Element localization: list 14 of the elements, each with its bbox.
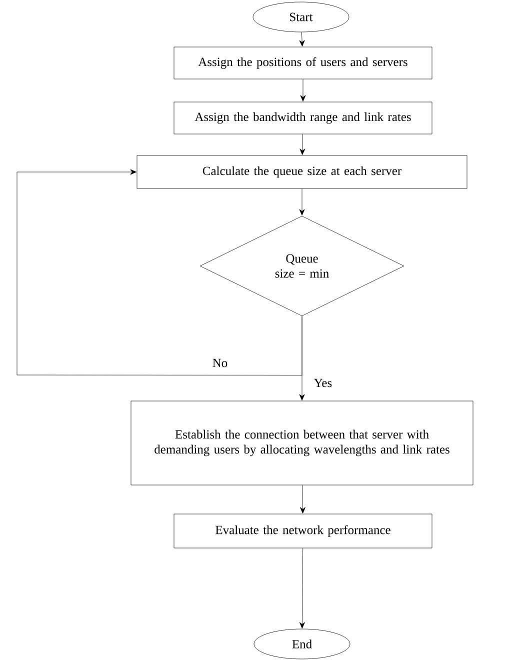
edge-label: Yes	[312, 378, 334, 388]
arrow	[300, 134, 306, 155]
arrow	[16, 169, 302, 376]
arrow	[300, 485, 306, 514]
arrow	[299, 32, 305, 46]
arrow	[299, 188, 305, 216]
arrow	[299, 548, 305, 628]
process-box: Calculate the queue size at each server	[136, 155, 468, 189]
process-box: Assign the bandwidth range and link rates	[174, 102, 432, 134]
edge-label: No	[211, 358, 229, 368]
process-box: Evaluate the network performance	[174, 514, 432, 548]
arrow	[300, 79, 306, 102]
process-box: Establish the connection between that server with demanding users by allocating wavelengths and link rates	[130, 400, 474, 486]
process-box: Assign the positions of users and servers	[174, 46, 432, 80]
